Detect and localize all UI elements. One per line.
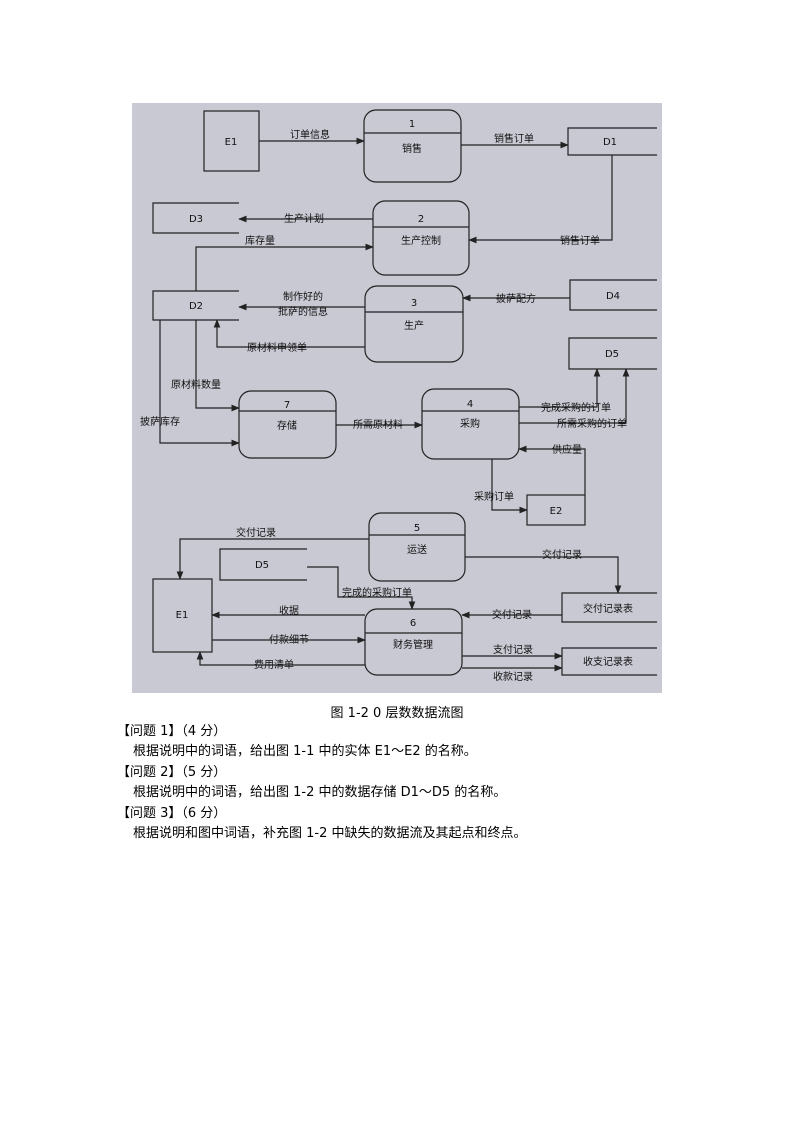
label-delivery-record-3: 交付记录	[492, 608, 532, 621]
process-5-num: 5	[414, 523, 420, 534]
process-5	[368, 512, 466, 582]
process-6-name: 财务管理	[393, 638, 433, 651]
process-7-name: 存储	[277, 419, 297, 432]
flow-completed-po	[519, 368, 601, 408]
store-d5-bottom	[219, 548, 307, 581]
store-delivery-table-name: 交付记录表	[583, 602, 633, 615]
store-balance-table	[561, 647, 657, 676]
store-d1-name: D1	[603, 137, 617, 148]
process-5-name: 运送	[407, 543, 427, 556]
process-1-name: 销售	[402, 142, 422, 155]
entity-e1-top-name: E1	[225, 137, 238, 148]
flow-expense-list	[196, 651, 365, 666]
label-finished-pizza-1: 制作好的	[283, 290, 323, 303]
label-sales-order-2: 销售订单	[560, 234, 600, 247]
label-receipt: 收据	[279, 604, 299, 617]
label-delivery-record-1: 交付记录	[236, 526, 276, 539]
label-receive-record: 收款记录	[493, 670, 533, 683]
store-delivery-table	[561, 592, 657, 623]
question-1-text: 根据说明中的词语，给出图 1-1 中的实体 E1～E2 的名称。	[133, 744, 477, 759]
store-d3-name: D3	[189, 214, 203, 225]
question-2-title: 【问题 2】（5 分）	[117, 765, 227, 780]
process-2-num: 2	[418, 214, 424, 225]
flow-completed-po-2	[307, 566, 416, 610]
flow-supply-qty	[518, 445, 586, 495]
question-2-text: 根据说明中的词语，给出图 1-2 中的数据存储 D1～D5 的名称。	[133, 785, 507, 800]
figure-caption: 图 1-2 0 层数数据流图	[330, 706, 464, 721]
question-1-title: 【问题 1】（4 分）	[117, 724, 227, 739]
store-d5-top-name: D5	[605, 349, 619, 360]
flow-needed-po	[519, 368, 630, 424]
process-2-name: 生产控制	[401, 234, 441, 247]
store-d3	[152, 202, 239, 234]
question-3-title: 【问题 3】（6 分）	[117, 806, 227, 821]
store-d4	[569, 279, 657, 311]
process-6-num: 6	[410, 618, 416, 629]
label-pay-record: 支付记录	[493, 643, 533, 656]
label-expense-list: 费用清单	[254, 658, 294, 671]
label-production-plan: 生产计划	[284, 212, 324, 225]
flow-inventory	[195, 243, 374, 291]
process-1-num: 1	[409, 119, 415, 130]
label-material-request: 原材料申领单	[247, 341, 307, 354]
store-d5-top	[568, 337, 657, 370]
label-completed-po: 完成采购的订单	[541, 401, 611, 414]
flow-delivery-record-1	[176, 538, 369, 580]
process-1	[363, 109, 462, 183]
process-4-num: 4	[467, 399, 473, 410]
store-d4-name: D4	[606, 291, 620, 302]
label-purchase-order: 采购订单	[474, 490, 514, 503]
label-order-info: 订单信息	[290, 128, 330, 141]
flow-purchase-order	[491, 459, 528, 514]
label-needed-po: 所需采购的订单	[557, 417, 627, 430]
flow-delivery-record-2	[465, 556, 622, 594]
flow-pizza-stock	[159, 320, 240, 447]
store-balance-table-name: 收支记录表	[583, 655, 633, 668]
flow-material-qty	[195, 320, 240, 412]
process-3-num: 3	[411, 298, 417, 309]
label-supply-qty: 供应量	[552, 443, 582, 456]
process-4-name: 采购	[460, 417, 480, 430]
process-3	[364, 285, 464, 363]
label-completed-po-2: 完成的采购订单	[342, 586, 412, 599]
label-inventory: 库存量	[245, 234, 275, 247]
label-needed-material: 所需原材料	[353, 418, 403, 431]
flow-material-request	[213, 319, 365, 348]
store-d2-name: D2	[189, 301, 203, 312]
label-finished-pizza-2: 批萨的信息	[278, 305, 328, 318]
label-pizza-recipe: 披萨配方	[496, 292, 536, 305]
process-7-num: 7	[284, 400, 290, 411]
label-payment-detail: 付款细节	[269, 633, 309, 646]
store-d5-bottom-name: D5	[255, 560, 269, 571]
data-flow-diagram: 1 销售 2 生产控制 3 生产 7 存储 4 采购 5 运送 6 财务管理 E…	[132, 103, 662, 693]
label-delivery-record-2: 交付记录	[542, 548, 582, 561]
process-3-name: 生产	[404, 319, 424, 332]
label-pizza-stock: 披萨库存	[140, 415, 180, 428]
flow-sales-order-2	[468, 155, 613, 244]
entity-e1-bottom-name: E1	[176, 610, 189, 621]
label-sales-order-1: 销售订单	[494, 132, 534, 145]
label-material-qty: 原材料数量	[171, 378, 221, 391]
question-3-text: 根据说明和图中词语，补充图 1-2 中缺失的数据流及其起点和终点。	[133, 826, 527, 841]
entity-e2-name: E2	[550, 506, 563, 517]
